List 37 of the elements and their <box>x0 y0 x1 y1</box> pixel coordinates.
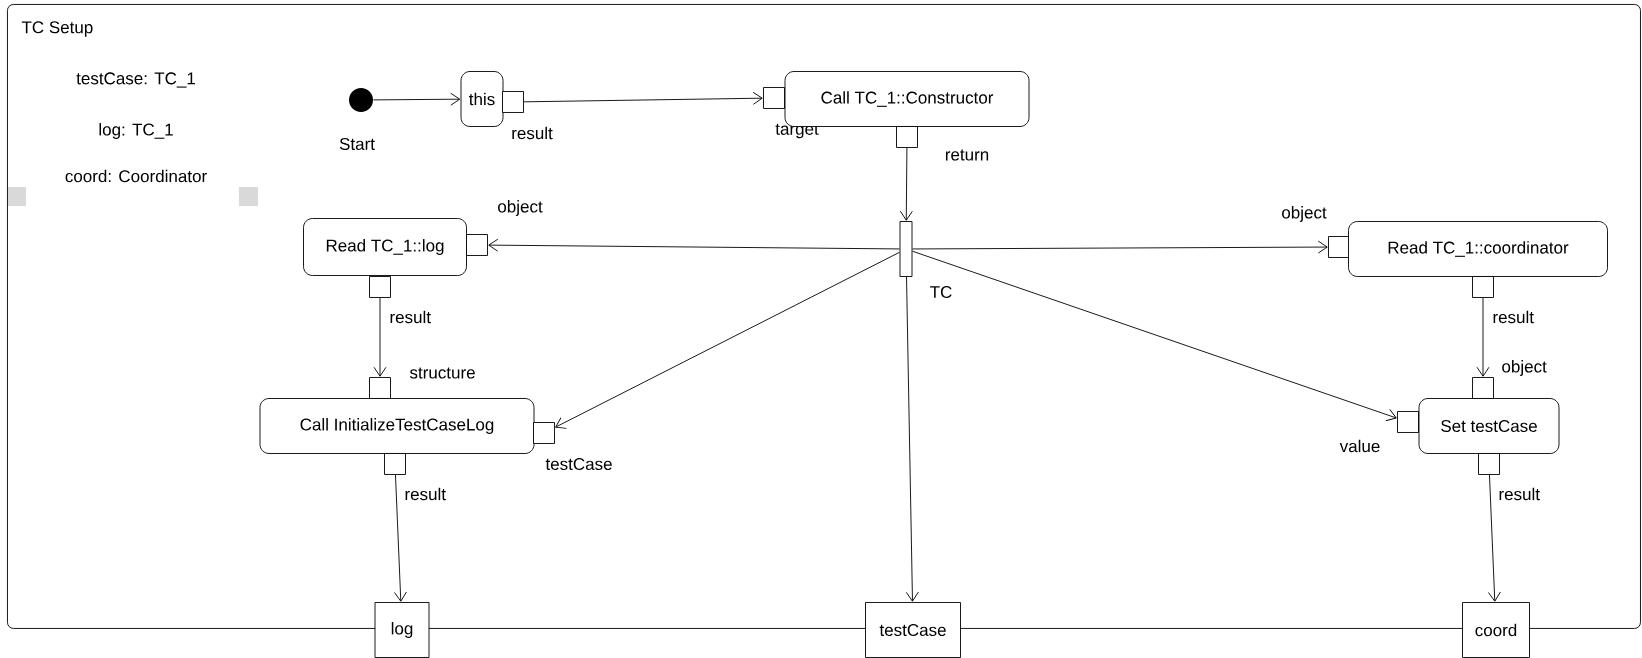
node-label: Start <box>339 137 375 151</box>
variable-label: log: TC_1 <box>99 123 173 139</box>
object-box: testCase <box>865 602 961 658</box>
arrow <box>1487 474 1501 602</box>
arrow <box>1476 297 1490 377</box>
action-box: Call InitializeTestCaseLog <box>259 398 535 454</box>
pin-label: result <box>512 126 553 140</box>
variable-label: coord: Coordinator <box>65 169 207 183</box>
arrow <box>394 474 407 602</box>
object-box: log <box>374 602 430 658</box>
arrow <box>373 297 387 377</box>
pin-label: result <box>390 310 431 324</box>
pin-label: object <box>1282 206 1327 222</box>
object-box: coord <box>1462 602 1530 658</box>
arrow <box>912 250 1397 422</box>
pin-label: result <box>1499 487 1540 501</box>
arrow <box>373 92 461 106</box>
arrow <box>488 238 900 252</box>
pin-label: object <box>498 200 543 216</box>
pin-label: TC <box>930 285 952 298</box>
action-box: Set testCase <box>1418 398 1560 454</box>
pin-label: structure <box>409 367 475 379</box>
arrow <box>912 240 1328 254</box>
start-node: Start <box>339 88 375 150</box>
variable-label: testCase: TC_1 <box>76 72 195 88</box>
pin-label: object <box>1502 360 1547 376</box>
arrow <box>555 251 900 429</box>
pin-label: return <box>945 149 989 161</box>
pin-label: result <box>405 487 446 501</box>
pin-label: value <box>1339 439 1380 453</box>
pin-label: testCase <box>545 457 612 470</box>
arrow <box>523 91 763 105</box>
action-box: Read TC_1::log <box>303 218 467 276</box>
arrow <box>899 147 913 221</box>
pin-label: result <box>1493 310 1534 324</box>
arrow <box>905 276 919 602</box>
action-box: Read TC_1::coordinator <box>1348 221 1608 277</box>
